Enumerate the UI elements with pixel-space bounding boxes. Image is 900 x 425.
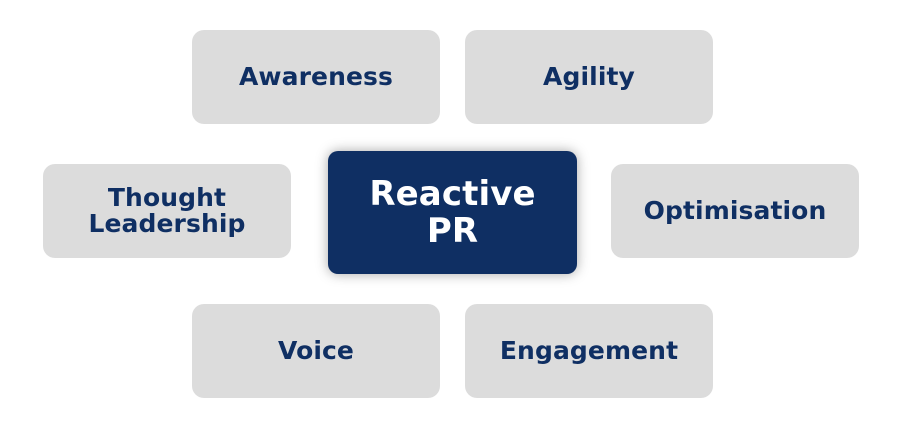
voice-label: Voice [277, 335, 354, 365]
optimisation-label: Optimisation [643, 195, 827, 225]
voice-box: Voice [192, 304, 440, 398]
engagement-box: Engagement [465, 304, 713, 398]
agility-label: Agility [543, 61, 635, 91]
agility-box: Agility [465, 30, 713, 124]
thought-leadership-label: Thought Leadership [88, 182, 246, 238]
thought-leadership-box: Thought Leadership [43, 164, 291, 258]
engagement-label: Engagement [499, 335, 679, 365]
reactive-pr-box: Reactive PR [328, 151, 577, 274]
awareness-label: Awareness [238, 61, 393, 91]
reactive-pr-label: Reactive PR [369, 173, 536, 251]
optimisation-box: Optimisation [611, 164, 859, 258]
awareness-box: Awareness [192, 30, 440, 124]
